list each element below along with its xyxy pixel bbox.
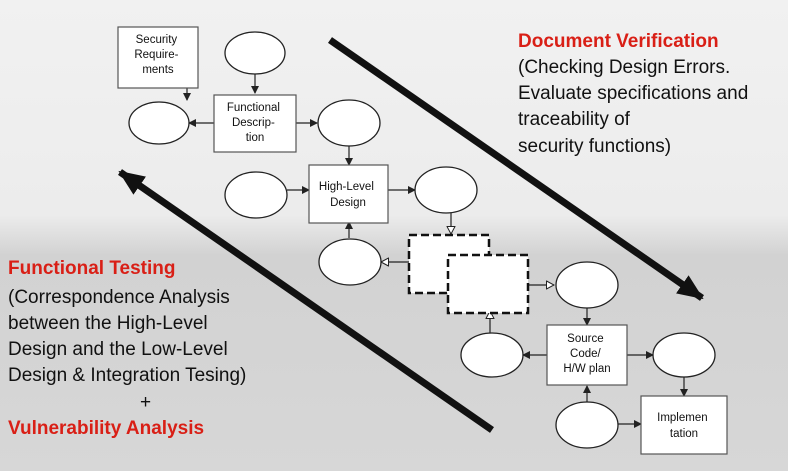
source-code-label: Source Code/ H/W plan [563, 333, 610, 375]
ellipse-node [318, 238, 382, 286]
ellipse-node [224, 171, 288, 219]
security-requirements-box [117, 26, 199, 89]
document-verification-title: Document Verification [518, 31, 719, 52]
source-code-box [546, 324, 628, 386]
functional-description-label: Functional Descrip- tion [227, 102, 283, 144]
document-verification-line-4: security functions) [518, 136, 672, 157]
ellipse-node [460, 332, 524, 378]
document-verification-line-2: Evaluate specifications and [518, 83, 749, 104]
security-requirements-label: Security Require- ments [134, 34, 181, 76]
ellipse-node [555, 401, 619, 449]
functional-testing-line-1: (Correspondence Analysis [8, 287, 230, 308]
vulnerability-analysis-title: Vulnerability Analysis [8, 418, 205, 439]
dashed-design-box [446, 253, 530, 315]
document-verification-line-3: traceability of [518, 109, 630, 130]
functional-testing-title: Functional Testing [8, 258, 176, 279]
ellipse-node [224, 31, 286, 75]
plus-sign: + [140, 392, 152, 413]
ellipse-node [652, 332, 716, 378]
implementation-box [640, 395, 728, 455]
document-verification-line-1: (Checking Design Errors. [518, 57, 731, 78]
document-verification-arrow [328, 37, 704, 301]
functional-testing-line-2: between the High-Level [8, 313, 208, 334]
implementation-label: Implemen tation [657, 412, 711, 440]
high-level-design-label: High-Level Design [319, 181, 377, 209]
functional-testing-arrow [118, 169, 494, 433]
functional-description-box [213, 94, 297, 153]
high-level-design-box [308, 164, 389, 224]
ellipse-node [128, 101, 190, 145]
ellipse-node [555, 261, 619, 309]
ellipse-node [317, 99, 381, 147]
functional-testing-line-4: Design & Integration Tesing) [8, 365, 247, 386]
ellipse-node [414, 166, 478, 214]
functional-testing-line-3: Design and the Low-Level [8, 339, 228, 360]
